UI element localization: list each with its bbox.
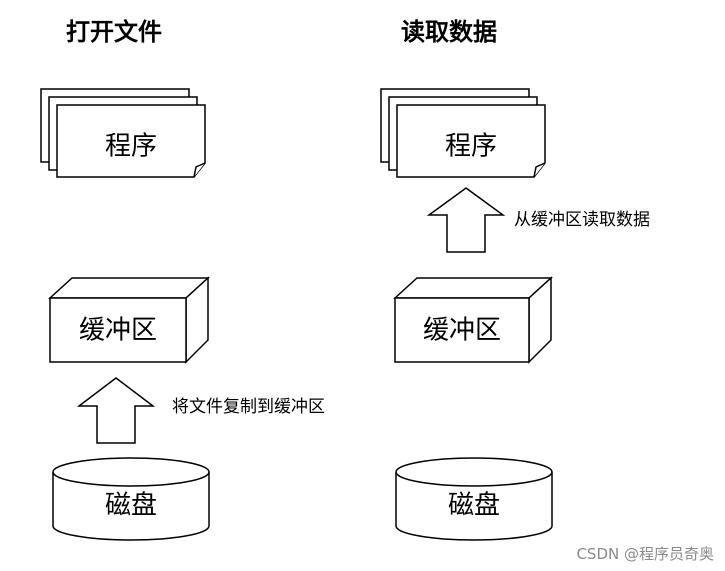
right-disk-body	[395, 472, 553, 541]
right-buffer-label: 缓冲区	[423, 316, 501, 346]
right-disk-label: 磁盘	[448, 491, 500, 521]
left-buffer-box-front	[49, 297, 187, 363]
left-document-fold	[193, 162, 206, 178]
right-program-documents: 程序	[380, 88, 546, 178]
left-program-label: 程序	[105, 132, 157, 162]
right-buffer-box-front	[394, 297, 530, 363]
left-panel: 打开文件 程序 缓冲区 将文件复制到缓冲区 磁盘	[40, 18, 325, 541]
right-arrow-label: 从缓冲区读取数据	[514, 210, 650, 230]
right-panel: 读取数据 程序 从缓冲区读取数据 缓冲区 磁盘	[380, 18, 650, 541]
left-arrow-label: 将文件复制到缓冲区	[172, 397, 325, 417]
left-disk-cylinder: 磁盘	[52, 457, 210, 541]
right-program-label: 程序	[445, 132, 497, 162]
left-program-documents: 程序	[40, 88, 206, 178]
right-disk-top	[395, 457, 553, 487]
right-buffer-box: 缓冲区	[393, 276, 553, 364]
right-disk-cylinder: 磁盘	[395, 457, 553, 541]
right-buffer-box-top	[393, 277, 553, 299]
left-panel-title: 打开文件	[66, 18, 162, 46]
right-panel-title: 读取数据	[401, 18, 497, 46]
left-buffer-box-top	[48, 277, 210, 299]
left-disk-body	[52, 472, 210, 541]
right-up-arrow	[426, 187, 506, 253]
left-buffer-box: 缓冲区	[48, 276, 210, 364]
csdn-watermark: CSDN @程序员奇奥	[576, 545, 714, 563]
right-document-fold	[533, 162, 546, 178]
left-disk-label: 磁盘	[105, 491, 157, 521]
left-up-arrow	[76, 377, 156, 444]
left-buffer-label: 缓冲区	[79, 316, 157, 346]
left-disk-top	[52, 457, 210, 487]
